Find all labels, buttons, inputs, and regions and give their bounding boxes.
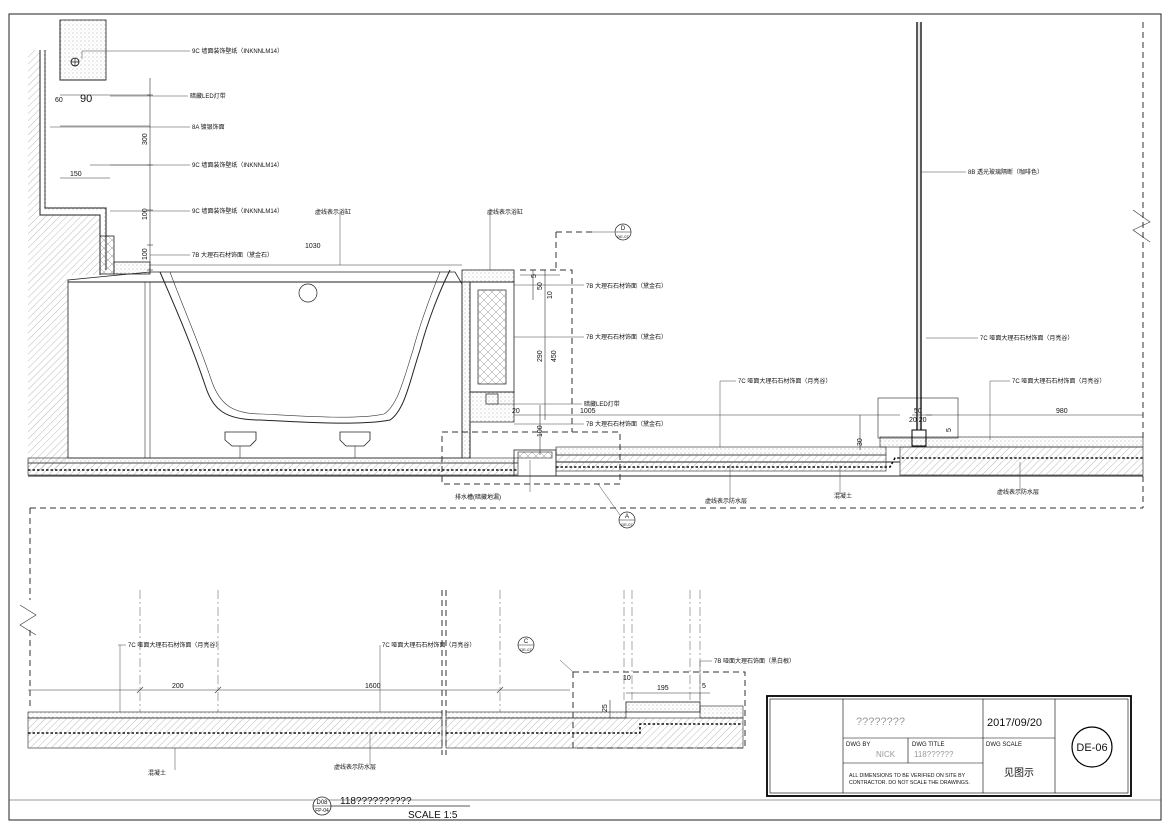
project-name: ???????? [856,716,905,728]
label-marble-4: 7B 大理石石材饰面（黛金石） [586,420,667,428]
label-dashed-tub-1: 虚线表示浴缸 [315,208,351,216]
upper-wall-section [28,19,153,470]
lower-floor-section [27,590,746,755]
callout-d-ref: DE-07 [617,234,629,239]
dim-290: 290 [537,350,544,362]
label-waterproof-1: 虚线表示防水层 [705,497,747,505]
dim-25: 25 [602,704,609,712]
label-matte-marble-2: 7C 哑面大理石石材饰面（月亮谷） [980,334,1073,342]
label-wallpaper-2: 9C 墙面装饰壁纸（INKNNLM14） [192,161,283,169]
dim-10: 10 [547,291,554,299]
label-matte-marble-5: 7C 哑面大理石石材饰面（月亮谷） [382,641,475,649]
material-labels: 9C 墙面装饰壁纸（INKNNLM14） 暗藏LED灯带 8A 镀银饰面 9C … [128,47,1105,777]
label-marble-3: 7B 大理石石材饰面（黛金石） [586,333,667,341]
upper-leaders [50,50,1021,516]
dim-30: 30 [857,438,864,446]
dwg-title-value: 118?????? [914,750,954,759]
glass-partition [916,22,922,430]
drawing-plan-ref: FP-04 [315,808,329,814]
label-matte-marble-4: 7C 哑面大理石石材饰面（月亮谷） [128,641,221,649]
label-marble-2: 7B 大理石石材饰面（黛金石） [586,282,667,290]
label-waterproof-2: 虚线表示防水层 [997,488,1039,496]
section-callout-d[interactable]: D DE-07 [614,223,632,241]
dim-20-20: 20 20 [909,417,927,424]
label-silver-finish: 8A 镀银饰面 [192,123,225,131]
label-led-strip-2: 暗藏LED灯带 [584,400,620,408]
label-wallpaper-3: 9C 墙面装饰壁纸（INKNNLM14） [192,207,283,215]
dim-5: 5 [531,274,538,278]
floor-assembly-upper [27,231,1144,485]
label-drain-channel: 排水槽(暗藏地漏) [455,493,501,501]
upper-dimension-lines [150,264,1143,455]
dim-50-b: 50 [914,408,922,415]
dim-1005: 1005 [580,408,596,415]
dwg-scale-value: 见图示 [1004,767,1034,779]
label-led-strip-1: 暗藏LED灯带 [190,92,226,100]
sheet-frame [8,13,1162,821]
disclaimer-line-2: CONTRACTOR. DO NOT SCALE THE DRAWINGS. [849,780,970,786]
dim-100-a: 100 [142,208,149,220]
dim-195: 195 [657,685,669,692]
dim-100-c: 100 [537,425,544,437]
drawing-title: D08 FP-04 118?????????? SCALE 1:5 [312,796,470,821]
callout-a-ref: DE-07 [621,522,633,527]
callout-d-letter: D [621,226,626,232]
title-block: ???????? 2017/09/20 DWG BY NICK DWG TITL… [766,695,1132,797]
callout-a-letter: A [625,514,629,520]
label-waterproof-3: 虚线表示防水层 [334,763,376,771]
dwg-scale-label: DWG SCALE [986,742,1022,748]
label-matte-marble-3: 7C 哑面大理石石材饰面（月亮谷） [1012,377,1105,385]
dim-10-b: 10 [623,675,631,682]
label-marble-1: 7B 大理石石材饰面（黛金石） [192,251,273,259]
lower-dimension-lines [28,590,712,770]
section-dash-lines [19,22,1151,710]
dim-100-b: 100 [142,248,149,260]
dim-1600: 1600 [365,683,381,690]
callout-c-letter: C [524,639,529,645]
drawing-number: D08 [316,800,328,806]
dim-90: 90 [80,93,92,105]
label-wallpaper-1: 9C 墙面装饰壁纸（INKNNLM14） [192,47,283,55]
dim-20: 20 [512,408,520,415]
dim-150: 150 [70,171,82,178]
label-matte-marble-1: 7C 哑面大理石石材饰面（月亮谷） [738,377,831,385]
dim-5-c: 5 [702,683,706,690]
dwg-by-value: NICK [876,750,896,759]
dim-980: 980 [1056,408,1068,415]
dim-1030: 1030 [305,243,321,250]
callout-c-ref: DE-07 [520,647,532,652]
drawing-scale: SCALE 1:5 [408,810,458,821]
section-callout-a[interactable]: A DE-07 [618,511,636,529]
issue-date: 2017/09/20 [987,717,1042,729]
dim-200: 200 [172,683,184,690]
dim-450: 450 [551,350,558,362]
tub-pedestal [461,269,515,459]
label-glass-partition: 8B 透光玻璃隔断（咖啡色） [968,168,1043,176]
dwg-by-label: DWG BY [846,742,870,748]
section-callout-c[interactable]: C DE-07 [517,636,535,654]
dimension-texts: 60 90 150 300 100 100 1030 5 50 10 290 4… [55,93,1068,712]
label-dashed-tub-2: 虚线表示浴缸 [487,208,523,216]
drawing-name: 118?????????? [340,796,412,807]
label-black-white-marble: 7B 哑面大理石饰面（黑白根） [714,657,795,665]
bathtub [67,269,463,459]
disclaimer-line-1: ALL DIMENSIONS TO BE VERIFIED ON SITE BY [849,773,966,779]
dim-60: 60 [55,97,63,104]
label-concrete-2: 混凝土 [148,769,166,777]
dwg-title-label: DWG TITLE [912,742,945,748]
dim-300: 300 [142,133,149,145]
dim-5-b: 5 [946,428,953,432]
sheet-number: DE-06 [1076,742,1107,754]
label-concrete-1: 混凝土 [834,492,852,500]
dim-50: 50 [537,282,544,290]
